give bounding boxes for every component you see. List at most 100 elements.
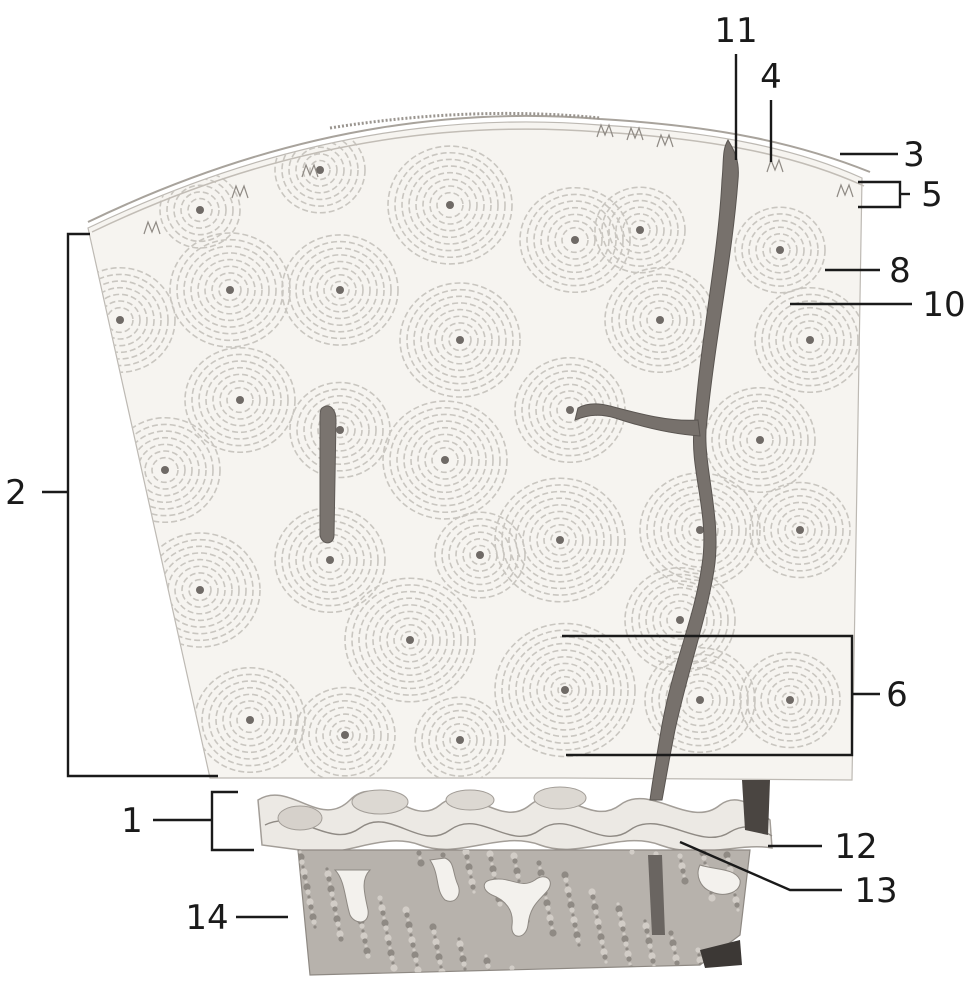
marrow-speck <box>390 964 397 971</box>
marrow-speck <box>563 877 568 882</box>
marrow-speck <box>567 901 574 908</box>
cavity <box>534 787 586 809</box>
marrow-speck <box>467 869 472 874</box>
marrow-speck <box>708 894 715 901</box>
marrow-speck <box>381 919 388 926</box>
marrow-speck <box>409 933 412 936</box>
marrow-speck <box>620 926 625 931</box>
haversian-canal <box>446 201 454 209</box>
marrow-speck <box>695 947 700 952</box>
label-14: 14 <box>185 898 228 938</box>
marrow-speck <box>330 900 337 907</box>
marrow-speck <box>377 895 382 900</box>
marrow-speck <box>591 903 598 910</box>
marrow-speck <box>617 911 622 916</box>
marrow-dark-patch <box>742 780 770 835</box>
marrow-speck <box>434 944 439 949</box>
marrow-speck <box>590 894 595 899</box>
marrow-speck <box>561 871 568 878</box>
marrow-speck <box>619 917 622 920</box>
haversian-canal <box>696 526 704 534</box>
marrow-speck <box>570 916 577 923</box>
marrow-speck <box>627 965 634 972</box>
marrow-speck <box>365 953 370 958</box>
marrow-speck <box>389 955 394 960</box>
marrow-speck <box>678 862 685 869</box>
label-2: 2 <box>5 473 27 513</box>
marrow-speck <box>329 891 334 896</box>
haversian-canal <box>196 206 204 214</box>
marrow-speck <box>723 851 730 858</box>
haversian-canal <box>476 551 484 559</box>
marrow-speck <box>388 946 391 949</box>
marrow-speck <box>327 885 334 892</box>
marrow-speck <box>328 882 331 885</box>
marrow-speck <box>435 953 442 960</box>
haversian-canal <box>326 556 334 564</box>
marrow-speck <box>676 966 679 969</box>
label-10: 10 <box>922 285 965 325</box>
marrow-speck <box>470 884 475 889</box>
marrow-speck <box>432 938 439 945</box>
marrow-speck <box>382 916 385 919</box>
marrow-speck <box>387 949 394 956</box>
label-11: 11 <box>714 11 757 51</box>
haversian-canal <box>676 616 684 624</box>
marrow-speck <box>386 940 391 945</box>
label-8: 8 <box>889 251 911 291</box>
marrow-speck <box>601 945 604 948</box>
marrow-speck <box>512 858 517 863</box>
marrow-speck <box>304 880 307 883</box>
marrow-speck <box>513 867 520 874</box>
marrow-speck <box>622 932 625 935</box>
marrow-speck <box>595 915 598 918</box>
marrow-speck <box>598 930 601 933</box>
marrow-speck <box>361 929 364 932</box>
lamella-ring <box>75 537 165 623</box>
marrow-speck <box>573 931 580 938</box>
marrow-speck <box>624 950 631 957</box>
marrow-speck <box>677 853 682 858</box>
marrow-speck <box>308 904 313 909</box>
marrow-speck <box>680 868 685 873</box>
marrow-speck <box>311 919 316 924</box>
haversian-canal <box>116 576 124 584</box>
marrow-speck <box>625 947 628 950</box>
marrow-speck <box>437 959 442 964</box>
marrow-speck <box>550 926 553 929</box>
marrow-speck <box>468 878 475 885</box>
marrow-speck <box>564 886 571 893</box>
marrow-speck <box>672 954 679 961</box>
marrow-speck <box>469 875 472 878</box>
marrow-speck <box>378 904 385 911</box>
marrow-speck <box>417 859 424 866</box>
marrow-speck <box>594 918 601 925</box>
marrow-speck <box>703 861 706 864</box>
marrow-speck <box>547 911 550 914</box>
marrow-speck <box>332 906 337 911</box>
bracket-5 <box>858 182 900 207</box>
marrow-speck <box>679 859 682 862</box>
lamella-ring <box>96 557 144 603</box>
marrow-speck <box>616 902 619 905</box>
haversian-canal <box>406 636 414 644</box>
marrow-speck <box>298 850 301 853</box>
marrow-speck <box>363 947 370 954</box>
cavity <box>352 790 408 814</box>
marrow-speck <box>385 931 388 934</box>
marrow-speck <box>604 960 607 963</box>
marrow-speck <box>300 868 307 875</box>
haversian-canal <box>636 226 644 234</box>
marrow-speck <box>408 936 415 943</box>
marrow-speck <box>537 869 544 876</box>
marrow-speck <box>674 960 679 965</box>
marrow-speck <box>629 849 634 854</box>
haversian-canal <box>226 286 234 294</box>
haversian-canal <box>441 456 449 464</box>
marrow-speck <box>566 892 571 897</box>
marrow-speck <box>588 888 595 895</box>
marrow-speck <box>463 967 466 970</box>
marrow-speck <box>575 937 580 942</box>
marrow-speck <box>336 930 343 937</box>
